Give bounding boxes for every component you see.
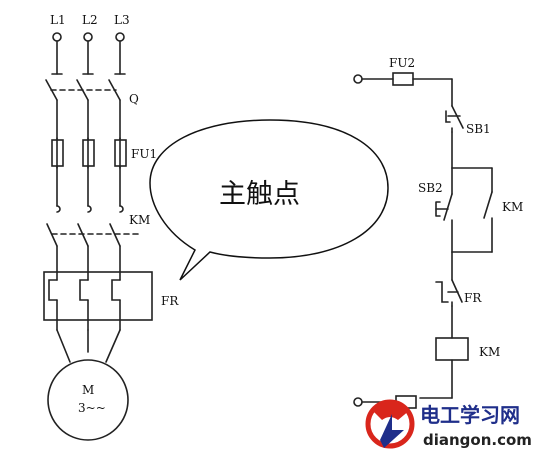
watermark-url: diangon.com <box>423 431 532 449</box>
coil-km <box>435 337 469 361</box>
motor-label: M <box>82 383 94 397</box>
terminal-l1 <box>52 32 62 42</box>
watermark: 电工学习网 diangon.com <box>365 399 532 449</box>
stop-button-label: SB1 <box>466 122 491 136</box>
aux-contact-km <box>483 191 493 219</box>
fuse-fu2-label: FU2 <box>389 56 415 70</box>
terminal-l2 <box>83 32 93 42</box>
start-button-sb2 <box>435 193 453 221</box>
phase-label-l1: L1 <box>50 13 66 27</box>
knife-switch-q <box>45 79 121 101</box>
watermark-title: 电工学习网 <box>420 403 520 427</box>
main-circuit <box>43 32 153 441</box>
start-button-label: SB2 <box>418 181 443 195</box>
phase-label-l3: L3 <box>114 13 130 27</box>
aux-contact-label: KM <box>502 200 523 214</box>
motor-symbol <box>47 359 129 441</box>
control-terminal-top <box>353 74 363 84</box>
overload-relay-fr <box>43 271 153 331</box>
control-labels: FU2 SB1 SB2 KM FR KM <box>389 56 523 359</box>
stop-button-sb1 <box>445 105 464 133</box>
terminal-l3 <box>115 32 125 42</box>
overload-label: FR <box>161 294 179 308</box>
overload-contact-label: FR <box>464 291 482 305</box>
watermark-logo <box>365 399 415 449</box>
phase-label-l2: L2 <box>82 13 98 27</box>
callout-text: 主触点 <box>219 179 300 210</box>
fuse-fu1-label: FU1 <box>131 147 157 161</box>
control-terminal-bottom <box>353 397 363 407</box>
main-contacts-km <box>46 205 141 247</box>
fuse-fu2 <box>392 72 414 86</box>
coil-label: KM <box>479 345 500 359</box>
callout-bubble <box>149 119 389 281</box>
motor-sublabel: 3~~ <box>78 401 106 415</box>
main-labels: L1 L2 L3 Q FU1 KM FR M 3~~ <box>50 13 179 415</box>
fuses-fu1 <box>51 137 127 169</box>
phase-terminals <box>52 32 125 42</box>
overload-contact-fr <box>435 279 463 307</box>
contactor-label: KM <box>129 213 150 227</box>
switch-label: Q <box>129 92 139 106</box>
